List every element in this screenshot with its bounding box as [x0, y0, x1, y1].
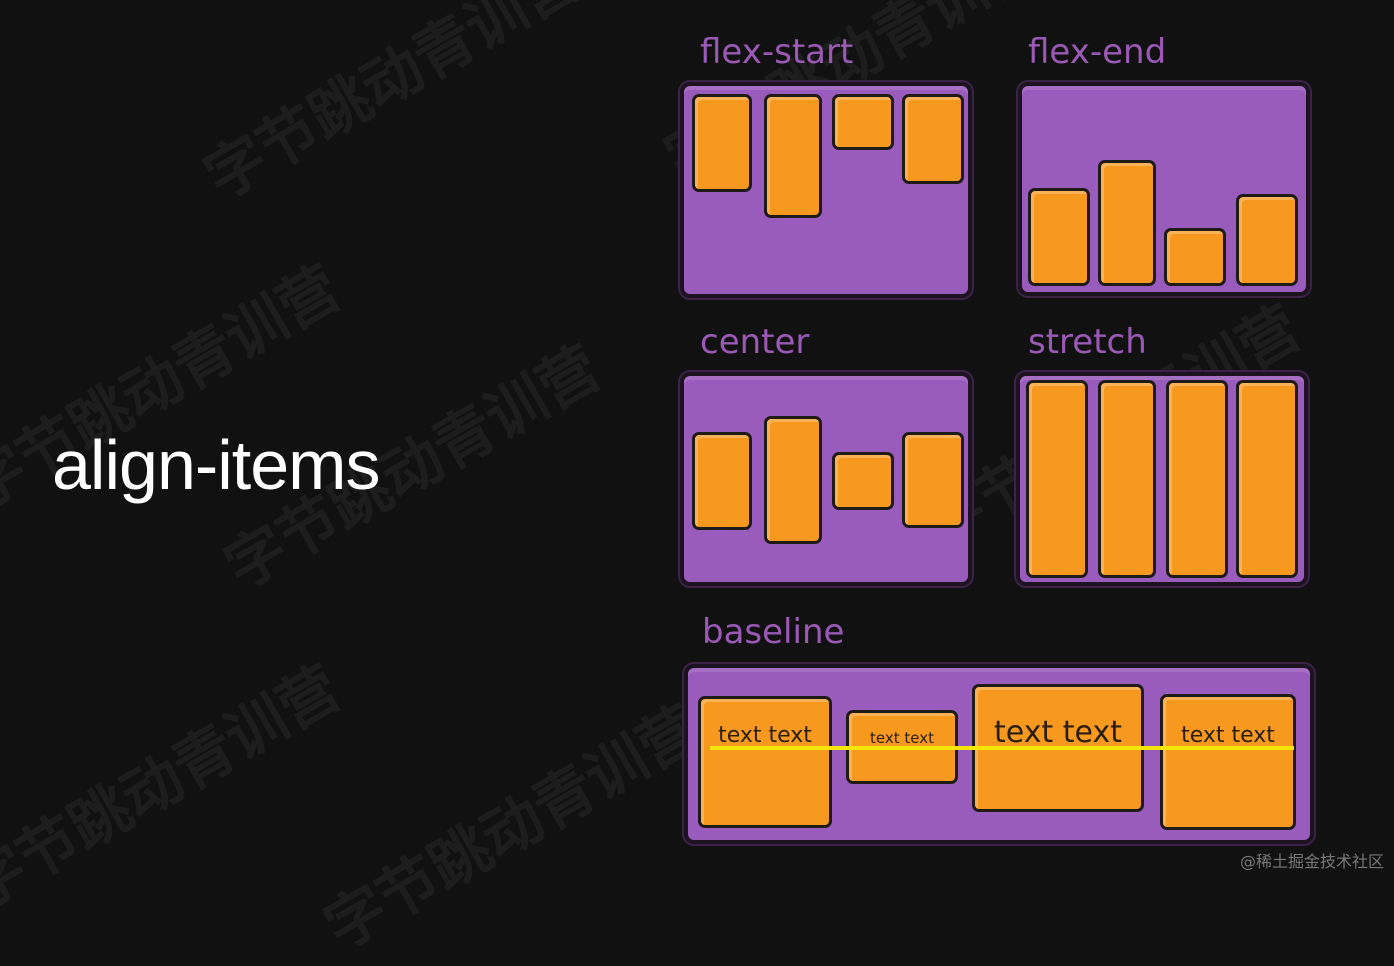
item — [902, 94, 964, 184]
label-baseline: baseline — [702, 612, 845, 652]
item — [764, 416, 822, 544]
item — [902, 432, 964, 528]
item — [692, 432, 752, 530]
item-text: text text — [718, 723, 812, 748]
watermark: 字节跳动青训营 — [313, 692, 713, 964]
baseline-line — [710, 746, 1294, 750]
item — [1164, 228, 1226, 286]
item — [1236, 380, 1298, 578]
label-flex-end: flex-end — [1028, 32, 1167, 72]
item — [1026, 380, 1088, 578]
baseline-item: text text — [1160, 694, 1296, 830]
slide-title: align-items — [52, 426, 380, 504]
item — [1098, 160, 1156, 286]
item-text: text text — [994, 715, 1122, 750]
item-text: text text — [1181, 723, 1275, 748]
item — [832, 452, 894, 510]
item — [692, 94, 752, 192]
panel-flex-start — [680, 82, 972, 298]
watermark: 字节跳动青训营 — [193, 0, 593, 214]
label-stretch: stretch — [1028, 322, 1147, 362]
item — [1098, 380, 1156, 578]
item — [1028, 188, 1090, 286]
baseline-item: text text — [698, 696, 832, 828]
panel-flex-end — [1018, 82, 1310, 296]
item — [1236, 194, 1298, 286]
watermark: 字节跳动青训营 — [0, 652, 353, 924]
panel-center — [680, 372, 972, 586]
panel-baseline: text text text text text text text text — [684, 664, 1314, 844]
item — [764, 94, 822, 218]
item — [832, 94, 894, 150]
label-center: center — [700, 322, 810, 362]
item-text: text text — [870, 729, 934, 747]
panel-stretch — [1016, 372, 1308, 586]
credit-text: @稀土掘金技术社区 — [1239, 852, 1384, 871]
label-flex-start: flex-start — [700, 32, 854, 72]
item — [1166, 380, 1228, 578]
